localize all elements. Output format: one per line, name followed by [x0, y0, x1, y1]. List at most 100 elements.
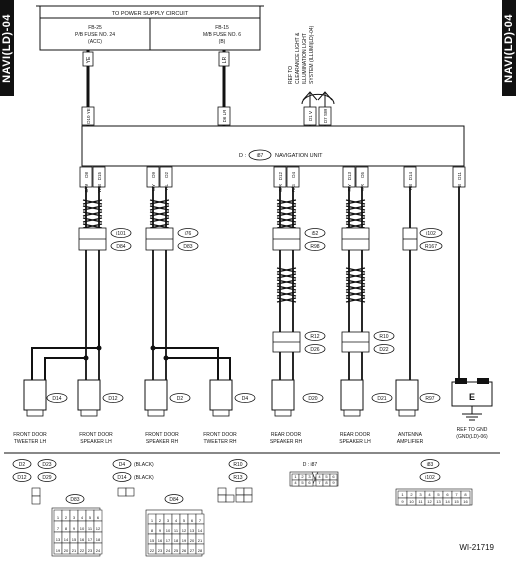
- legend-cell-num: 7: [199, 518, 202, 523]
- legend-cell-num: 22: [80, 548, 85, 553]
- legend-cell-num: 14: [198, 528, 203, 533]
- legend-cell-num: 24: [166, 548, 171, 553]
- pin-label-2: D9: [151, 172, 156, 178]
- legend-cell-num: 14: [445, 499, 450, 504]
- ref-line-2: CLEARANCE LIGHT &: [295, 32, 301, 84]
- legend-cell-num: 1: [401, 492, 404, 497]
- connector-tag-label: D84: [116, 244, 125, 250]
- legend-cell-num: 24: [96, 548, 101, 553]
- junction-dot: [150, 345, 156, 351]
- twist-mark: [149, 199, 170, 205]
- fuse-1-name: P/B FUSE NO. 24: [75, 32, 115, 38]
- speaker-cone: [274, 409, 292, 417]
- ref-line-3: ILLUMINATION LIGHT: [302, 33, 308, 84]
- twist-mark: [276, 199, 297, 205]
- legend-cell-num: 11: [88, 526, 93, 531]
- legend-cell-num: 22: [150, 548, 155, 553]
- twist-mark: [276, 297, 297, 303]
- connector-tag: [177, 228, 199, 238]
- connector-tag: [373, 344, 395, 354]
- legend-cell-num: 16: [158, 538, 163, 543]
- legend-cell: [195, 543, 205, 555]
- speaker-body: [340, 379, 364, 411]
- speaker-body: [209, 379, 233, 411]
- pin-label-1: D15: [97, 172, 102, 181]
- legend-cell-num: 10: [166, 528, 171, 533]
- pin-d7: D7 SW: [323, 108, 328, 123]
- twist-mark: [345, 285, 366, 291]
- ground-connector: E REF TO GND (GND(LD)-06): [451, 378, 493, 440]
- legend-cell-num: 27: [190, 548, 195, 553]
- legend-cell-num: 17: [88, 537, 93, 542]
- shield-line: [166, 357, 231, 385]
- component-line-1: ANTENNA: [398, 432, 423, 438]
- speaker-cone: [398, 409, 416, 417]
- component-line-2: SPEAKER LH: [80, 439, 112, 445]
- legend-cell-num: 25: [174, 548, 179, 553]
- legend-cell-num: 5: [89, 515, 92, 520]
- legend-cell-num: 3: [308, 474, 311, 479]
- speaker-cone: [212, 409, 230, 417]
- legend-cell-num: 10: [409, 499, 414, 504]
- legend-cell-num: 6: [332, 474, 335, 479]
- legend-cell-num: 2: [65, 515, 68, 520]
- legend-cell-num: 15: [454, 499, 459, 504]
- twist-mark: [276, 273, 297, 279]
- legend-d2: D2: [19, 462, 26, 468]
- speaker-cone: [26, 409, 44, 417]
- twist-mark: [276, 285, 297, 291]
- connector-tag-label: i101: [116, 231, 126, 237]
- legend-cell-num: 7: [455, 492, 458, 497]
- twist-mark: [149, 223, 170, 229]
- wire-color-ye: YE: [86, 56, 92, 63]
- component-line-2: SPEAKER LH: [339, 439, 371, 445]
- legend-d83: D83: [70, 497, 79, 503]
- component-line-1: REAR DOOR: [340, 432, 371, 438]
- fuse-2-type: (B): [219, 39, 226, 45]
- wire-color-lr: LR: [222, 56, 228, 63]
- component-line-1: FRONT DOOR: [203, 432, 237, 438]
- nav-unit-name: NAVIGATION UNIT: [275, 153, 323, 159]
- legend-cell-num: 12: [427, 499, 432, 504]
- legend-cell-num: 4: [175, 518, 178, 523]
- speaker-connector-tag: [46, 393, 68, 403]
- legend-cell-num: 20: [64, 548, 69, 553]
- pin-label-8: D14: [408, 172, 413, 181]
- twist-mark: [149, 211, 170, 217]
- legend-cell-num: 18: [174, 538, 179, 543]
- legend-cell-num: 9: [159, 528, 162, 533]
- power-supply-box: TO POWER SUPPLY CIRCUIT FB-25 P/B FUSE N…: [36, 5, 264, 51]
- component-line-1: REAR DOOR: [271, 432, 302, 438]
- legend-cell-num: 8: [464, 492, 467, 497]
- component-line-1: FRONT DOOR: [13, 432, 47, 438]
- connector-tag: [110, 228, 132, 238]
- legend-cell: [93, 542, 103, 555]
- connector-tag: [304, 344, 326, 354]
- pin-label-0: D8: [84, 172, 89, 178]
- legend-cell: [305, 479, 314, 487]
- pin-label-6: D13: [347, 172, 352, 181]
- power-wires: [86, 50, 226, 126]
- pin-label-4: D12: [278, 172, 283, 181]
- navigation-unit: D : i87 NAVIGATION UNIT: [81, 125, 465, 167]
- legend-d4: D4: [119, 462, 126, 468]
- twist-mark: [345, 199, 366, 205]
- fuse-1-type: (ACC): [88, 39, 102, 45]
- connector-tag: [419, 241, 443, 251]
- pin-label-3: D2: [164, 172, 169, 178]
- component-line-2: AMPLIFIER: [397, 439, 424, 445]
- legend-i87: D : i87: [303, 462, 318, 468]
- speaker-connector-tag: [371, 393, 393, 403]
- legend-cell-num: 15: [150, 538, 155, 543]
- legend-cell-num: 2: [410, 492, 413, 497]
- connector-tag: [110, 241, 132, 251]
- connector-tag-label: i52: [312, 231, 319, 237]
- component-line-2: SPEAKER RH: [146, 439, 179, 445]
- connector-tag-label: R10: [379, 334, 388, 340]
- speaker-connector-label: D21: [377, 396, 386, 402]
- connector-tag-label: R167: [425, 244, 437, 250]
- legend-cell-num: 11: [418, 499, 423, 504]
- twist-mark: [276, 291, 297, 297]
- legend-cell-num: 28: [198, 548, 203, 553]
- twist-mark: [276, 279, 297, 285]
